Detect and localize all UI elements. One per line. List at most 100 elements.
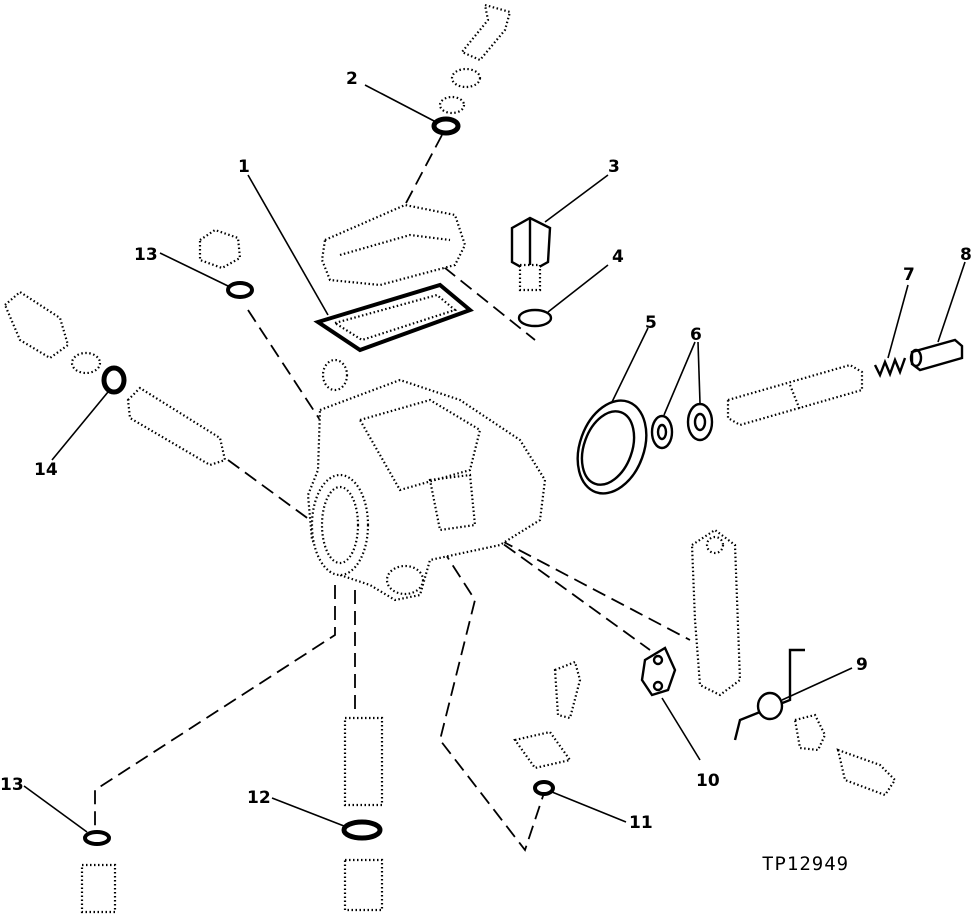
pin-8	[909, 338, 964, 372]
o-ring-14-icon	[101, 365, 127, 395]
callout-3: 3	[608, 157, 620, 177]
leader-8	[937, 261, 966, 343]
callout-13-top: 13	[134, 245, 158, 265]
leader-5	[611, 327, 649, 403]
assembly-line-13-bottom	[94, 585, 336, 830]
leader-4	[547, 264, 609, 313]
housing-opening	[358, 398, 482, 492]
leader-6a	[663, 341, 696, 416]
pump-housing	[306, 358, 547, 602]
gasket-icon	[313, 282, 474, 353]
leader-2	[364, 84, 437, 123]
cover-plate-icon	[320, 203, 467, 287]
governor-shaft	[726, 363, 864, 427]
housing-port-inner	[320, 485, 360, 565]
callout-2: 2	[346, 69, 358, 89]
washer-6a-icon	[650, 414, 674, 450]
washer-6a-hole	[656, 423, 668, 441]
washer-left-icon	[70, 351, 102, 375]
leader-13-bottom	[23, 785, 88, 833]
nut-icon	[438, 95, 466, 115]
part-13-bottom	[80, 830, 117, 914]
callout-14: 14	[34, 460, 58, 480]
pin-8-end	[909, 348, 923, 368]
callout-13-bottom: 13	[0, 775, 24, 795]
callout-4: 4	[612, 247, 624, 267]
housing-plug-icon	[321, 358, 349, 392]
assembly-line-arm	[499, 539, 691, 641]
part-13-top	[198, 228, 254, 299]
link-10-icon	[640, 646, 677, 697]
bolt-9-icon	[836, 748, 897, 797]
assembly-line-10	[469, 519, 651, 651]
housing-port-icon	[310, 473, 370, 577]
top-bolt-stack	[431, 3, 512, 136]
spring-7-icon	[873, 356, 907, 378]
gasket-inner	[332, 293, 458, 342]
leader-12	[271, 797, 345, 827]
leader-14	[51, 391, 109, 461]
leader-3	[544, 174, 609, 223]
cover-plate-edge	[339, 233, 451, 257]
spring-7	[873, 356, 907, 378]
arm-hole	[705, 535, 725, 555]
part-12-stack	[341, 716, 384, 912]
seal-5-inner-icon	[580, 410, 636, 486]
bushing-9	[756, 691, 897, 797]
seal-5-outer-icon	[576, 399, 648, 495]
clamp-11	[513, 660, 582, 796]
left-hardware	[3, 290, 227, 467]
washer-6b-icon	[686, 402, 714, 442]
assembly-line-9	[733, 648, 805, 741]
leader-11	[551, 791, 627, 823]
fitting-12-icon	[343, 858, 384, 912]
link-10	[640, 646, 677, 697]
callout-5: 5	[645, 313, 657, 333]
callout-9: 9	[856, 655, 868, 675]
fitting-13-icon	[80, 863, 117, 914]
washer-13-top-icon	[226, 281, 254, 299]
leader-1	[247, 174, 329, 316]
arm-icon	[690, 528, 742, 697]
plunger-12-icon	[343, 716, 384, 807]
cover-plate	[320, 203, 467, 287]
callout-1: 1	[238, 157, 250, 177]
assembly-line-13-top	[247, 309, 321, 421]
assembly-line-11	[429, 529, 546, 852]
seal-washer-2-icon	[431, 116, 461, 136]
callout-10: 10	[696, 771, 720, 791]
clamp-screw-icon	[553, 660, 582, 720]
assembly-line-14	[227, 459, 311, 521]
plug-thread-icon	[518, 263, 542, 292]
o-ring-4-icon	[517, 308, 553, 328]
leader-7	[887, 284, 909, 359]
seal-5	[576, 399, 648, 495]
callout-8: 8	[960, 245, 972, 265]
shaft-left-icon	[126, 386, 227, 467]
leader-10	[661, 697, 701, 761]
link-10-hole-b	[652, 680, 664, 692]
callout-6: 6	[690, 325, 702, 345]
bolt-icon	[460, 3, 512, 62]
governor-arm	[690, 528, 742, 697]
callout-12: 12	[247, 788, 271, 808]
leader-lines	[23, 84, 966, 833]
link-10-hole-a	[652, 654, 664, 666]
washer-6b-hole	[693, 412, 707, 432]
callout-7: 7	[903, 265, 915, 285]
assembly-line-2	[404, 134, 443, 206]
washer-11-icon	[533, 780, 555, 796]
fitting-icon	[3, 290, 70, 360]
leader-6b	[697, 341, 701, 404]
shaft-icon	[726, 363, 864, 427]
nut-9-icon	[793, 713, 827, 752]
washer-icon	[450, 67, 482, 89]
housing-boss-icon	[385, 564, 425, 596]
housing-body-icon	[306, 378, 547, 602]
assembly-lines	[94, 134, 805, 852]
plug	[510, 216, 552, 292]
clamp-plate-icon	[513, 730, 572, 770]
gasket	[313, 282, 474, 353]
